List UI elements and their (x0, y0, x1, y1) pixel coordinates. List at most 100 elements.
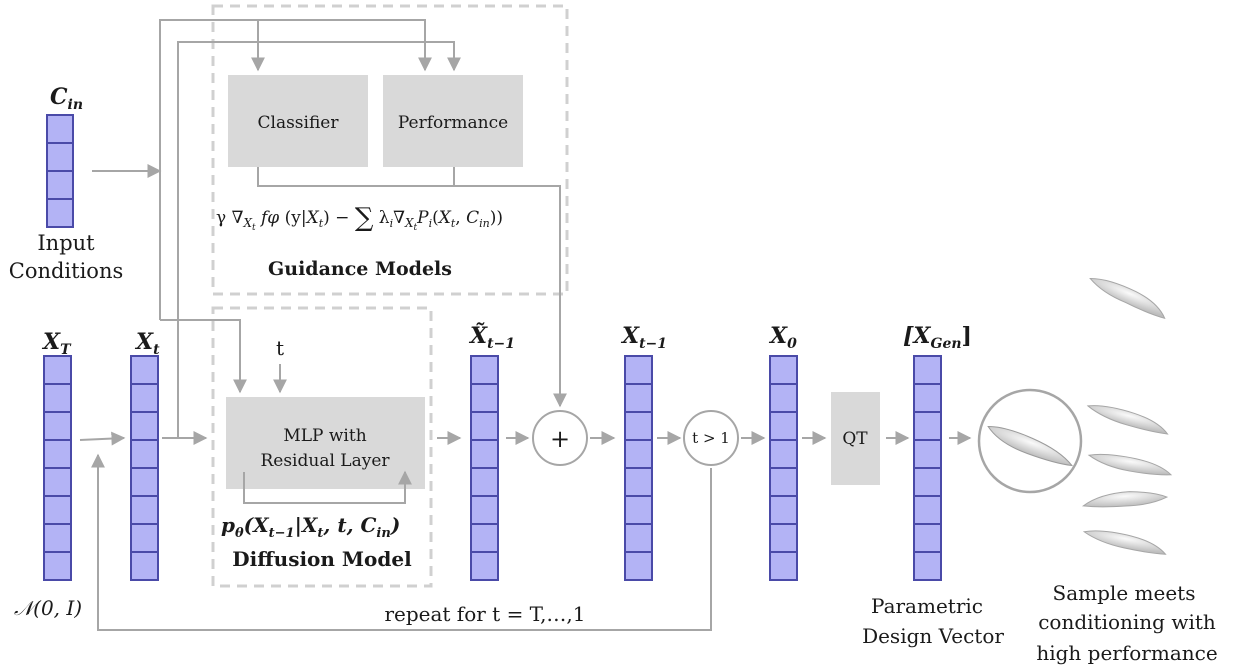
vector-cell (624, 467, 653, 497)
noise-distribution-label: 𝒩(0, I) (14, 596, 82, 620)
sample-caption-2: conditioning with (1038, 610, 1216, 634)
mlp-residual-box (226, 397, 425, 489)
xt-vector (130, 355, 159, 581)
xt-feed-line (177, 41, 461, 438)
vector-cell (46, 114, 74, 144)
vector-cell (624, 495, 653, 525)
vector-cell (624, 383, 653, 413)
vector-cell (913, 495, 942, 525)
performance-box (383, 75, 523, 167)
xt-label: Xt (134, 329, 160, 358)
vector-cell (769, 439, 798, 469)
vector-cell (43, 383, 72, 413)
vector-cell (470, 551, 499, 581)
vector-cell (43, 467, 72, 497)
mlp-label-1: MLP with (283, 426, 366, 446)
residual-loop-line (243, 470, 412, 504)
vector-cell (43, 523, 72, 553)
vector-cell (769, 551, 798, 581)
vector-cell (624, 551, 653, 581)
guidance-output-line (257, 167, 455, 187)
sample-caption-3: high performance (1036, 641, 1217, 665)
vector-cell (913, 383, 942, 413)
qt-label: QT (842, 429, 868, 449)
hull-sample-3 (1087, 453, 1173, 476)
hull-sample-4 (1081, 491, 1169, 508)
vector-cell (46, 142, 74, 172)
vector-cell (913, 523, 942, 553)
mlp-label-2: Residual Layer (260, 451, 390, 471)
xgen-vector (913, 355, 942, 581)
vector-cell (913, 439, 942, 469)
condition-node (683, 410, 739, 466)
parametric-caption-1: Parametric (871, 594, 983, 618)
vector-cell (470, 467, 499, 497)
vector-cell (43, 495, 72, 525)
hull-sample-5 (1082, 530, 1167, 555)
xtilde-vector (470, 355, 499, 581)
input-conditions-caption-2: Conditions (9, 259, 124, 283)
vector-cell (913, 467, 942, 497)
vector-cell (130, 467, 159, 497)
vector-cell (130, 439, 159, 469)
vector-cell (769, 467, 798, 497)
x0-label: X0 (768, 323, 797, 352)
x0-vector (769, 355, 798, 581)
vector-cell (624, 523, 653, 553)
vector-cell (913, 411, 942, 441)
sample-caption-1: Sample meets (1053, 581, 1196, 605)
vector-cell (46, 198, 74, 228)
timestep-label: t (276, 336, 284, 360)
vector-cell (769, 355, 798, 385)
guidance-models-group (211, 4, 569, 296)
xt-minus-1-label: Xt−1 (620, 323, 667, 352)
vector-cell (769, 383, 798, 413)
vector-cell (470, 355, 499, 385)
vector-cell (769, 411, 798, 441)
hull-sample-2 (1086, 405, 1169, 435)
vector-cell (43, 355, 72, 385)
vector-cell (130, 411, 159, 441)
classifier-label: Classifier (258, 113, 340, 133)
cin-to-mlp-line (160, 319, 247, 394)
guidance-feed-line-outer (159, 19, 432, 320)
vector-cell (470, 383, 499, 413)
sum-symbol: + (550, 425, 570, 453)
parametric-caption-2: Design Vector (862, 624, 1004, 648)
vector-cell (130, 495, 159, 525)
xt-minus-1-vector (624, 355, 653, 581)
vector-cell (46, 170, 74, 200)
guidance-equation: γ ∇Xt fφ (y|Xt) − ∑ λi∇XtPi(Xt, Cin)) (216, 203, 503, 233)
diffusion-model-title: Diffusion Model (232, 547, 412, 571)
xT-to-xt-arrow (79, 431, 126, 446)
vector-cell (130, 523, 159, 553)
vector-cell (43, 551, 72, 581)
diffusion-model-group (211, 306, 433, 588)
xT-vector (43, 355, 72, 581)
guidance-to-sum-line (454, 185, 567, 408)
vector-cell (43, 439, 72, 469)
guidance-models-title: Guidance Models (268, 258, 452, 280)
xgen-label: [XGen] (903, 323, 972, 352)
repeat-label: repeat for t = T,…,1 (384, 602, 585, 626)
input-conditions-vector (46, 114, 74, 228)
input-conditions-caption-1: Input (37, 231, 95, 255)
repeat-loop-line (91, 453, 712, 631)
vector-cell (470, 411, 499, 441)
condition-label: t > 1 (692, 429, 730, 447)
vector-cell (130, 355, 159, 385)
xT-label: XT (41, 329, 72, 358)
vector-cell (624, 355, 653, 385)
hull-shape-in-circle (987, 426, 1073, 467)
qt-box (831, 392, 880, 485)
hull-sample-1 (1089, 277, 1166, 320)
classifier-box (228, 75, 368, 167)
performance-label: Performance (398, 113, 508, 133)
vector-cell (130, 383, 159, 413)
diffusion-formula: pθ(Xt−1|Xt, t, Cin) (221, 513, 400, 541)
vector-cell (470, 439, 499, 469)
vector-cell (913, 551, 942, 581)
xtilde-label: X̃t−1 (468, 323, 515, 352)
vector-cell (769, 523, 798, 553)
